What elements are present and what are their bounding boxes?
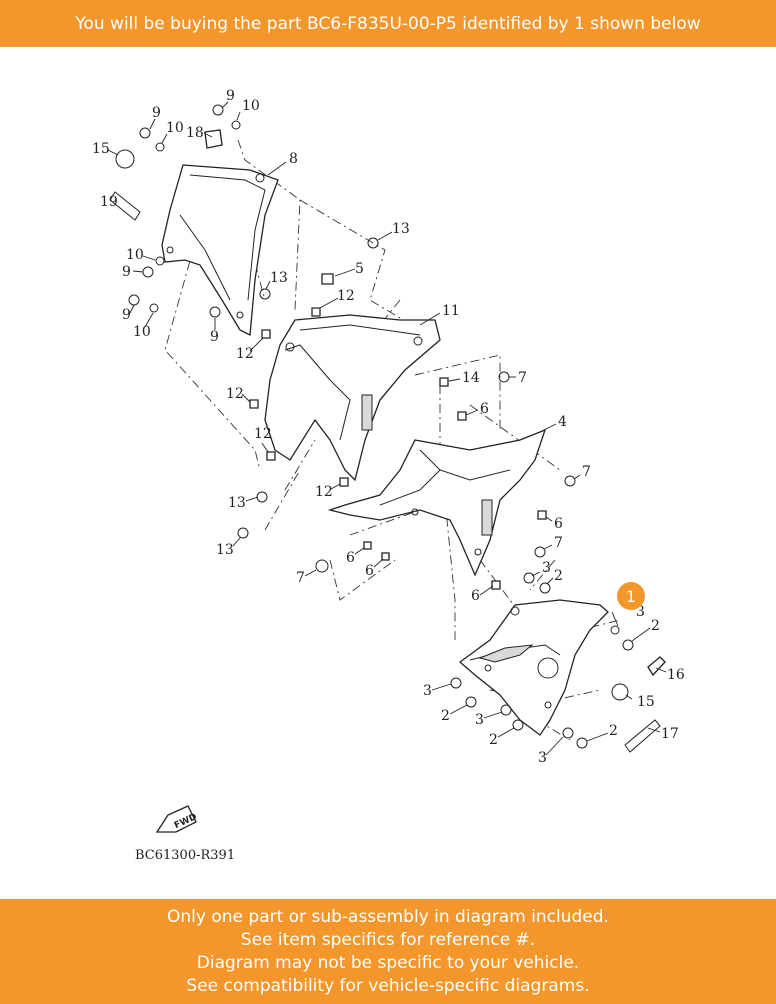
parts-diagram: 9 10 9 10 18 15 8 19 10 9 9 10 13 5 13 1… bbox=[0, 47, 776, 899]
callout-10: 10 bbox=[126, 247, 144, 263]
callout-6: 6 bbox=[346, 550, 355, 566]
fwd-arrow: FWD bbox=[155, 805, 198, 833]
callout-12: 12 bbox=[254, 426, 272, 442]
exploded-view: 9 10 9 10 18 15 8 19 10 9 9 10 13 5 13 1… bbox=[92, 88, 685, 863]
part-8-cover bbox=[161, 164, 279, 337]
footer-line: See compatibility for vehicle-specific d… bbox=[186, 975, 590, 996]
callout-10: 10 bbox=[133, 324, 151, 340]
diagram-code: BC61300-R391 bbox=[135, 848, 235, 863]
callout-13: 13 bbox=[392, 221, 410, 237]
callout-3: 3 bbox=[636, 604, 645, 620]
leader-lines bbox=[107, 101, 667, 756]
callout-9: 9 bbox=[226, 88, 235, 104]
highlight-dot bbox=[617, 582, 645, 610]
header-text: You will be buying the part BC6-F835U-00… bbox=[75, 13, 701, 34]
callout-5: 5 bbox=[355, 261, 364, 277]
highlight-marker: 1 bbox=[617, 582, 645, 610]
callout-2: 2 bbox=[489, 732, 498, 748]
callout-11: 11 bbox=[442, 303, 460, 319]
callout-10: 10 bbox=[166, 120, 184, 136]
callout-19: 19 bbox=[100, 194, 118, 210]
callout-13: 13 bbox=[216, 542, 234, 558]
callout-18: 18 bbox=[186, 125, 204, 141]
callout-6: 6 bbox=[554, 516, 563, 532]
callout-2: 2 bbox=[554, 568, 563, 584]
callout-3: 3 bbox=[475, 712, 484, 728]
callout-15: 15 bbox=[637, 694, 655, 710]
callout-12: 12 bbox=[315, 484, 333, 500]
callout-3: 3 bbox=[542, 560, 551, 576]
footer-banner: Only one part or sub-assembly in diagram… bbox=[0, 899, 776, 1004]
callout-13: 13 bbox=[228, 495, 246, 511]
callout-9: 9 bbox=[122, 307, 131, 323]
callout-10: 10 bbox=[242, 98, 260, 114]
callout-6: 6 bbox=[471, 588, 480, 604]
part-1-side-cover bbox=[458, 599, 609, 736]
callout-16: 16 bbox=[667, 667, 685, 683]
callout-17: 17 bbox=[661, 726, 679, 742]
footer-line: Only one part or sub-assembly in diagram… bbox=[167, 906, 609, 927]
highlight-number: 1 bbox=[626, 587, 636, 606]
part-4-bracket bbox=[327, 428, 547, 577]
callout-3: 3 bbox=[538, 750, 547, 766]
callout-7: 7 bbox=[554, 535, 563, 551]
callout-15: 15 bbox=[92, 141, 110, 157]
callout-7: 7 bbox=[582, 464, 591, 480]
callout-6: 6 bbox=[365, 563, 374, 579]
callout-9: 9 bbox=[152, 105, 161, 121]
callout-12: 12 bbox=[337, 288, 355, 304]
callout-9: 9 bbox=[122, 264, 131, 280]
fasteners bbox=[109, 104, 666, 753]
callout-8: 8 bbox=[289, 151, 298, 167]
header-banner: You will be buying the part BC6-F835U-00… bbox=[0, 0, 776, 47]
callout-7: 7 bbox=[296, 570, 305, 586]
callout-9: 9 bbox=[210, 329, 219, 345]
callout-2: 2 bbox=[609, 723, 618, 739]
callout-2: 2 bbox=[651, 618, 660, 634]
callout-12: 12 bbox=[226, 386, 244, 402]
callout-4: 4 bbox=[558, 414, 567, 430]
callout-2: 2 bbox=[441, 708, 450, 724]
callouts: 9 10 9 10 18 15 8 19 10 9 9 10 13 5 13 1… bbox=[92, 88, 685, 766]
callout-14: 14 bbox=[462, 370, 480, 386]
callout-7: 7 bbox=[518, 370, 527, 386]
callout-13: 13 bbox=[270, 270, 288, 286]
callout-3: 3 bbox=[423, 683, 432, 699]
callout-6: 6 bbox=[480, 401, 489, 417]
footer-line: Diagram may not be specific to your vehi… bbox=[196, 952, 580, 973]
footer-line: See item specifics for reference #. bbox=[240, 929, 536, 950]
callout-12: 12 bbox=[236, 346, 254, 362]
